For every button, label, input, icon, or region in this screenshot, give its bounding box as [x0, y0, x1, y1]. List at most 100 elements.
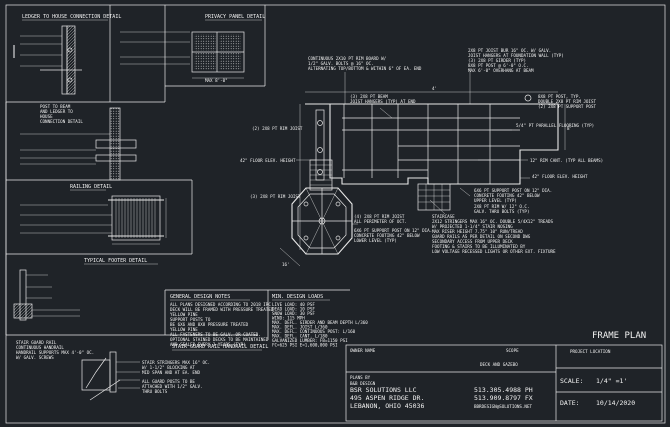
- svg-text:MAX. DEFL. CONTINUOUS POST: L/: MAX. DEFL. CONTINUOUS POST: L/160: [272, 329, 356, 334]
- svg-text:YELLOW PINE: YELLOW PINE: [170, 312, 198, 317]
- footer-detail-title: TYPICAL FOOTER DETAIL: [84, 258, 147, 264]
- svg-text:DOUBLE 2X8 PT RIM JOIST: DOUBLE 2X8 PT RIM JOIST: [538, 99, 596, 104]
- svg-text:GUARD RAILS AS PER DETAIL ON S: GUARD RAILS AS PER DETAIL ON SECOND DWG: [432, 234, 531, 239]
- svg-text:SNOW LOAD: 30 PSF: SNOW LOAD: 30 PSF: [272, 311, 315, 316]
- svg-text:ALL GUARD POSTS TO BE: ALL GUARD POSTS TO BE: [142, 379, 195, 384]
- svg-text:BSR SOLUTIONS LLC: BSR SOLUTIONS LLC: [350, 386, 417, 394]
- svg-text:HOUSE: HOUSE: [40, 114, 53, 119]
- svg-text:ALTERNATING TOP/BOTTOM & WITHI: ALTERNATING TOP/BOTTOM & WITHIN 6" OF EA…: [308, 66, 422, 71]
- svg-text:PLANS BY: PLANS BY: [350, 375, 371, 380]
- title-block: FRAME PLAN OWNER NAME SCOPE DECK AND GAZ…: [345, 331, 663, 422]
- svg-text:1/4" =1': 1/4" =1': [596, 377, 627, 385]
- svg-text:12" RIM CANT. (TYP ALL BEAMS): 12" RIM CANT. (TYP ALL BEAMS): [530, 158, 603, 163]
- svg-text:STAIRCASE: STAIRCASE: [432, 214, 455, 219]
- svg-text:(2) 2X8 PT RIM JOIST: (2) 2X8 PT RIM JOIST: [252, 126, 303, 131]
- svg-text:8X8 PT POST, TYP.: 8X8 PT POST, TYP.: [538, 94, 581, 99]
- svg-text:JOIST HANGERS (TYP) AT END: JOIST HANGERS (TYP) AT END: [350, 99, 416, 104]
- svg-text:2X8 PT RIM W/ 12" O.C.: 2X8 PT RIM W/ 12" O.C.: [474, 204, 529, 209]
- svg-text:UPPER LEVEL (TYP): UPPER LEVEL (TYP): [474, 198, 517, 203]
- svg-text:CONTINUOUS 2X10 PT RIM BOARD W: CONTINUOUS 2X10 PT RIM BOARD W/: [308, 56, 387, 61]
- ledger-detail-title: LEDGER TO HOUSE CONNECTION DETAIL: [22, 14, 121, 20]
- svg-text:DEAD LOAD: 10 PSF: DEAD LOAD: 10 PSF: [272, 307, 315, 312]
- svg-text:6X6 PT SUPPORT POST ON 12" DIA: 6X6 PT SUPPORT POST ON 12" DIA.: [474, 188, 552, 193]
- svg-text:513.305.4988 PH: 513.305.4988 PH: [474, 386, 533, 394]
- svg-text:OPTIONAL STAINED DECKS TO BE M: OPTIONAL STAINED DECKS TO BE MAINTAINED: [170, 337, 269, 342]
- svg-text:POST TO BEAM: POST TO BEAM: [40, 104, 71, 109]
- svg-text:513.909.8797 FX: 513.909.8797 FX: [474, 394, 533, 402]
- svg-text:CONTINUOUS HANDRAIL: CONTINUOUS HANDRAIL: [16, 345, 64, 350]
- svg-text:SUPPORT POSTS TO: SUPPORT POSTS TO: [170, 317, 211, 322]
- ledger-detail: LEDGER TO HOUSE CONNECTION DETAIL: [13, 14, 121, 95]
- svg-text:HANDRAIL SUPPORTS MAX 4'-0" OC: HANDRAIL SUPPORTS MAX 4'-0" OC.: [16, 350, 94, 355]
- svg-text:W/ GALV. SCREWS: W/ GALV. SCREWS: [16, 355, 54, 360]
- svg-text:YELLOW PINE: YELLOW PINE: [170, 327, 198, 332]
- svg-text:GALV. THRU BOLTS (TYP): GALV. THRU BOLTS (TYP): [474, 209, 529, 214]
- sheet-title: FRAME PLAN: [592, 331, 646, 341]
- svg-text:W/ PROJECTED 1-1/4" STAIR NOSI: W/ PROJECTED 1-1/4" STAIR NOSING: [432, 224, 513, 229]
- svg-text:PROJECT LOCATION: PROJECT LOCATION: [570, 349, 611, 354]
- svg-text:10/14/2020: 10/14/2020: [596, 399, 635, 407]
- svg-text:MAX. DEFL. GIRDER AND BEAM DEP: MAX. DEFL. GIRDER AND BEAM DEPTH L/360: [272, 320, 368, 325]
- general-notes-title: GENERAL DESIGN NOTES: [170, 294, 230, 300]
- design-loads-title: MIN. DESIGN LOADS: [272, 294, 323, 300]
- svg-text:LOW VOLTAGE RECESSED LIGHTS OR: LOW VOLTAGE RECESSED LIGHTS OR OTHER EXT…: [432, 249, 556, 254]
- svg-text:THRU BOLTS: THRU BOLTS: [142, 389, 168, 394]
- svg-text:(4) 2X8 PT RIM JOIST: (4) 2X8 PT RIM JOIST: [354, 214, 405, 219]
- svg-text:CONCRETE FOOTING 42" BELOW: CONCRETE FOOTING 42" BELOW: [474, 193, 540, 198]
- svg-text:MAX 8'-0": MAX 8'-0": [205, 78, 228, 83]
- stair-detail-title: STAIR GUARD RAIL HANDRAIL DETAIL: [172, 344, 268, 350]
- svg-text:DECK AND GAZEBO: DECK AND GAZEBO: [480, 362, 518, 367]
- svg-text:(2) 2X8 PT SUPPORT POST: (2) 2X8 PT SUPPORT POST: [538, 104, 596, 109]
- svg-text:ALL FASTENERS TO BE GALV. OR C: ALL FASTENERS TO BE GALV. OR COATED.: [170, 332, 261, 337]
- svg-text:ALL PLANS DESIGNED ACCORDING T: ALL PLANS DESIGNED ACCORDING TO 2018 IRC: [170, 302, 271, 307]
- frame-plan: 4' 8' 16': [279, 68, 572, 267]
- svg-text:MAX. DEFL. CANT. L/180: MAX. DEFL. CANT. L/180: [272, 334, 328, 339]
- svg-text:JOIST HANGERS AT FOUNDATION WA: JOIST HANGERS AT FOUNDATION WALL (TYP): [468, 53, 564, 58]
- svg-text:5/4" PT PARALLEL FLOORING (TYP: 5/4" PT PARALLEL FLOORING (TYP): [516, 123, 594, 128]
- svg-text:42" FLOOR ELEV. HEIGHT: 42" FLOOR ELEV. HEIGHT: [532, 174, 588, 179]
- svg-text:LIVE LOAD: 40 PSF: LIVE LOAD: 40 PSF: [272, 302, 315, 307]
- svg-text:OWNER NAME: OWNER NAME: [350, 348, 376, 353]
- svg-text:MAX 6'-0" OVERHANG AT BEAM: MAX 6'-0" OVERHANG AT BEAM: [468, 68, 534, 73]
- svg-text:AND SEALED EVERY 3 YEARS (TYP): AND SEALED EVERY 3 YEARS (TYP): [170, 342, 246, 347]
- svg-text:DECK WILL BE FRAMED WITH PRESS: DECK WILL BE FRAMED WITH PRESSURE TREATE…: [170, 307, 274, 312]
- svg-text:DATE:: DATE:: [560, 399, 580, 407]
- svg-text:1/2" GALV. BOLTS @ 16" OC.: 1/2" GALV. BOLTS @ 16" OC.: [308, 61, 374, 66]
- svg-text:(3) 2X8 PT RIM JOIST: (3) 2X8 PT RIM JOIST: [250, 194, 301, 199]
- stair-detail: STAIR GUARD RAIL HANDRAIL DETAIL STAIR G…: [16, 340, 268, 401]
- svg-text:FOOTING & STAIRS TO BE ILLUMIN: FOOTING & STAIRS TO BE ILLUMINATED BY: [432, 244, 526, 249]
- footer-detail: TYPICAL FOOTER DETAIL: [13, 258, 158, 321]
- svg-text:MID SPAN AND AT EA. END: MID SPAN AND AT EA. END: [142, 370, 200, 375]
- railing-detail-title: RAILING DETAIL: [70, 184, 112, 190]
- svg-text:SCALE:: SCALE:: [560, 377, 583, 385]
- general-notes: GENERAL DESIGN NOTES ALL PLANS DESIGNED …: [170, 294, 274, 347]
- svg-text:AND LEDGER TO: AND LEDGER TO: [40, 109, 73, 114]
- svg-text:FC=625 PSI E=1,600,000 PSI: FC=625 PSI E=1,600,000 PSI: [272, 343, 338, 348]
- svg-text:(3) 2X8 PT GIRDER (TYP): (3) 2X8 PT GIRDER (TYP): [468, 58, 526, 63]
- plan-annotations: CONTINUOUS 2X10 PT RIM BOARD W/ 1/2" GAL…: [240, 48, 603, 254]
- svg-text:4': 4': [432, 86, 437, 91]
- post-beam-detail: POST TO BEAM AND LEDGER TO HOUSE CONNECT…: [20, 104, 137, 181]
- svg-text:W/ 1-1/2" BLOCKING AT: W/ 1-1/2" BLOCKING AT: [142, 365, 195, 370]
- railing-balusters: [115, 198, 156, 238]
- privacy-detail: PRIVACY PANEL DETAIL MAX 8'-0": [120, 14, 265, 83]
- svg-text:ALL PERIMETER OF OCT.: ALL PERIMETER OF OCT.: [354, 219, 407, 224]
- svg-text:8X8 PT POST @ 6'-0" O.C.: 8X8 PT POST @ 6'-0" O.C.: [468, 63, 529, 68]
- svg-text:CONCRETE FOOTING 42" BELOW: CONCRETE FOOTING 42" BELOW: [354, 233, 420, 238]
- railing-detail: RAILING DETAIL: [20, 184, 167, 245]
- svg-text:ATTACHED WITH 1/2" GALV.: ATTACHED WITH 1/2" GALV.: [142, 384, 203, 389]
- svg-text:LOWER LEVEL (TYP): LOWER LEVEL (TYP): [354, 238, 397, 243]
- svg-text:STAIR STRINGERS MAX 16" OC.: STAIR STRINGERS MAX 16" OC.: [142, 360, 210, 365]
- svg-text:(3) 2X8 PT BEAM: (3) 2X8 PT BEAM: [350, 94, 388, 99]
- svg-text:MAX. DEFL. JOIST L/360: MAX. DEFL. JOIST L/360: [272, 325, 328, 330]
- svg-text:B&B DESIGN: B&B DESIGN: [350, 381, 376, 386]
- svg-text:MAX RISER HEIGHT 7.75" 10" RUN: MAX RISER HEIGHT 7.75" 10" RUN/TREAD: [432, 229, 523, 234]
- svg-text:WIND: 115 MPH: WIND: 115 MPH: [272, 316, 305, 321]
- svg-text:CONNECTION DETAIL: CONNECTION DETAIL: [40, 119, 83, 124]
- svg-text:16': 16': [282, 262, 290, 267]
- svg-text:2X8 PT JOIST BUR 16" OC. W/ GA: 2X8 PT JOIST BUR 16" OC. W/ GALV.: [468, 48, 551, 53]
- svg-text:SECONDARY ACCESS FROM UPPER DE: SECONDARY ACCESS FROM UPPER DECK: [432, 239, 513, 244]
- svg-text:BE 6X6 AND 8X8 PRESSURE TREATE: BE 6X6 AND 8X8 PRESSURE TREATED: [170, 322, 249, 327]
- svg-text:6X6 PT SUPPORT POST ON 12" DIA: 6X6 PT SUPPORT POST ON 12" DIA.: [354, 228, 432, 233]
